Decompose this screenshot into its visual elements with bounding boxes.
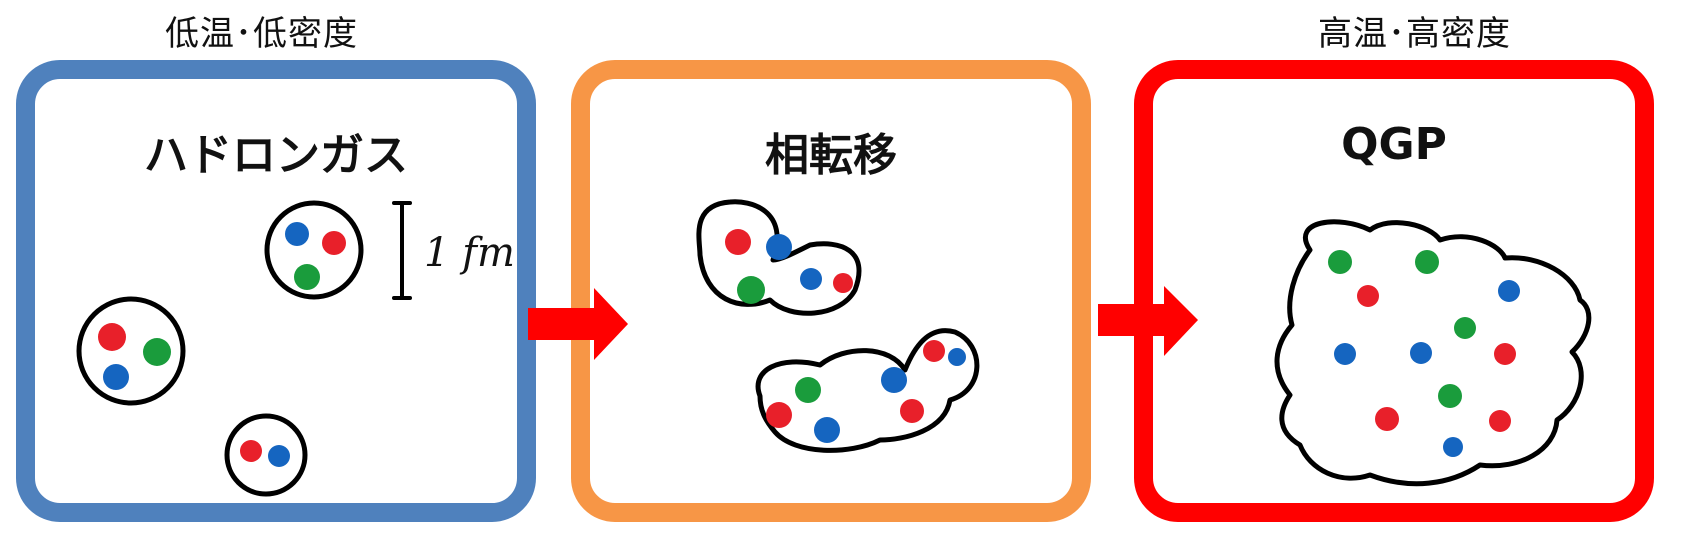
quark-red: [725, 229, 751, 255]
quark-green: [1438, 384, 1462, 408]
quark-blue: [766, 234, 792, 260]
quark-red: [322, 231, 346, 255]
qgp-blob: [1274, 219, 1592, 487]
phase-transition-panel: 相転移: [571, 60, 1091, 522]
arrow-1: [528, 288, 628, 360]
quark-red: [1375, 407, 1399, 431]
quark-blue: [881, 367, 907, 393]
quark-red: [98, 323, 126, 351]
hadron-meson-1: [224, 413, 308, 497]
quark-blue: [948, 348, 966, 366]
phase-transition-title: 相転移: [765, 130, 897, 181]
quark-red: [766, 402, 792, 428]
quark-blue: [1334, 343, 1356, 365]
quark-red: [923, 340, 945, 362]
quark-red: [1357, 285, 1379, 307]
quark-green: [1415, 250, 1439, 274]
particle-outline: [76, 296, 186, 406]
quark-green: [737, 276, 765, 304]
hadron-baryon-2: [76, 296, 186, 406]
high-temp-density-label: 高温･高密度: [1318, 14, 1511, 54]
quark-green: [1454, 317, 1476, 339]
quark-green: [294, 264, 320, 290]
quark-blue: [1443, 437, 1463, 457]
arrow-2: [1098, 286, 1198, 356]
transition-cluster-2: [755, 328, 980, 453]
transition-cluster-1: [696, 199, 862, 316]
quark-blue: [800, 268, 822, 290]
quark-green: [1328, 250, 1352, 274]
qgp-panel: QGP: [1134, 60, 1654, 522]
quark-blue: [814, 417, 840, 443]
scale-bar: [392, 201, 412, 300]
particle-outline: [224, 413, 308, 497]
particle-outline: [696, 199, 862, 316]
quark-red: [833, 273, 853, 293]
quark-red: [1489, 410, 1511, 432]
quark-green: [143, 338, 171, 366]
low-temp-density-label: 低温･低密度: [165, 14, 358, 54]
quark-red: [900, 399, 924, 423]
particle-outline: [264, 200, 364, 300]
quark-blue: [1498, 280, 1520, 302]
quark-blue: [268, 445, 290, 467]
quark-red: [1494, 343, 1516, 365]
quark-blue: [285, 222, 309, 246]
quark-green: [795, 377, 821, 403]
hadron-baryon-1: [264, 200, 364, 300]
scale-label: 1 fm: [424, 230, 515, 276]
particle-outline: [1274, 219, 1592, 487]
hadron-gas-panel: ハドロンガス: [16, 60, 536, 522]
particle-outline: [755, 328, 980, 453]
quark-blue: [103, 364, 129, 390]
qgp-title: QGP: [1341, 119, 1447, 170]
quark-blue: [1410, 342, 1432, 364]
hadron-gas-title: ハドロンガス: [144, 130, 408, 181]
quark-red: [240, 440, 262, 462]
